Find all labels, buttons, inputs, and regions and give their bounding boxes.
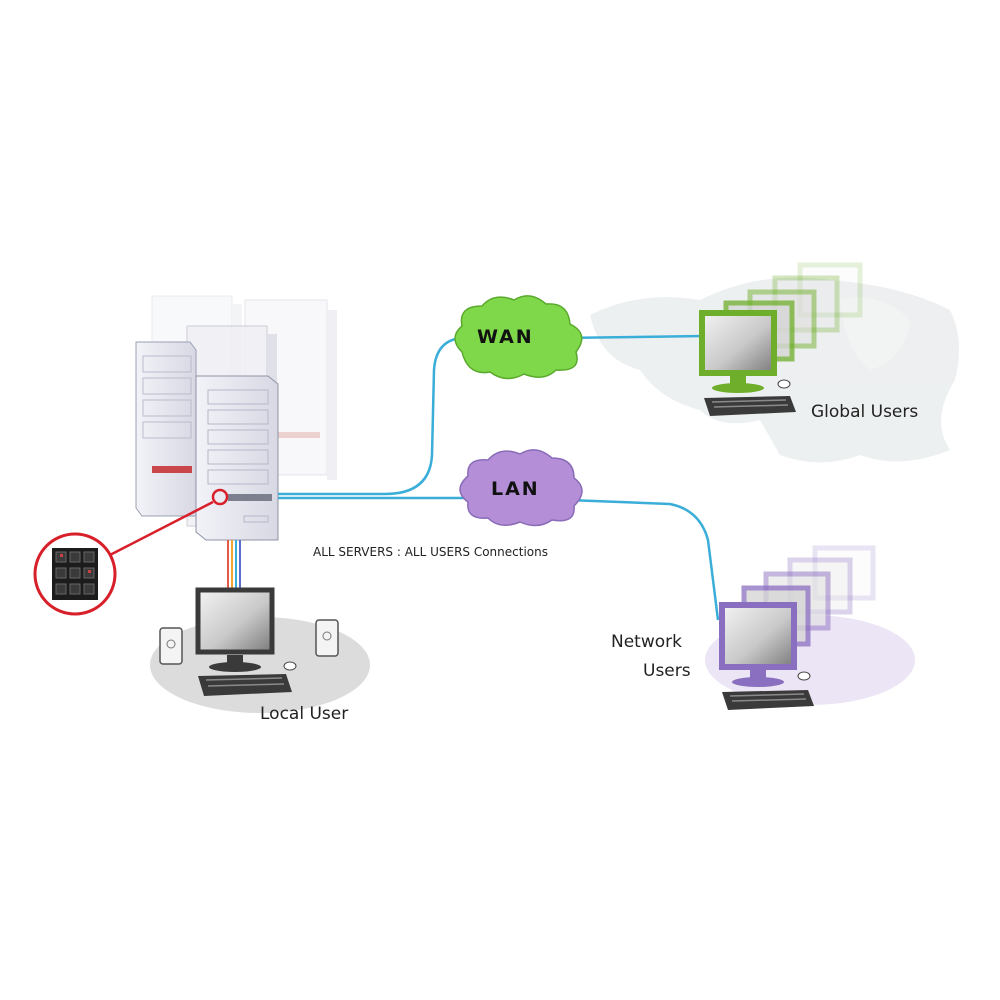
keyboard-icon xyxy=(704,396,796,416)
local-user-workstation xyxy=(159,587,339,696)
highlighted-port xyxy=(211,488,229,506)
speaker-icon xyxy=(159,627,183,665)
global-users-label: Global Users xyxy=(811,402,919,422)
lan-label: LAN xyxy=(491,478,540,500)
lan-cloud-icon xyxy=(459,449,583,527)
monitor-icon xyxy=(719,602,797,687)
keyboard-icon xyxy=(198,674,292,696)
connections-caption: ALL SERVERS : ALL USERS Connections xyxy=(313,545,548,559)
server-rack-icon xyxy=(135,341,197,517)
wan-to-global-link xyxy=(559,334,706,340)
network-users-stack xyxy=(719,545,876,710)
network-users-label-line2: Users xyxy=(643,661,691,681)
network-links xyxy=(278,334,720,621)
zoom-connector xyxy=(107,500,214,558)
server-rack-main xyxy=(195,375,279,541)
monitor-icon xyxy=(195,587,275,672)
magnified-ports-icon xyxy=(33,532,117,616)
keyboard-icon xyxy=(722,690,814,710)
lan-to-network-link xyxy=(567,498,720,621)
network-users-label-line1: Network xyxy=(611,632,682,652)
mouse-icon xyxy=(777,379,791,389)
global-users-stack xyxy=(699,262,863,416)
monitor-icon xyxy=(699,310,777,393)
speaker-icon xyxy=(315,619,339,657)
mouse-icon xyxy=(797,671,811,681)
local-user-label: Local User xyxy=(260,704,349,724)
wan-label: WAN xyxy=(477,326,534,348)
wan-link xyxy=(278,336,463,496)
wan-cloud-icon xyxy=(454,295,583,380)
mouse-icon xyxy=(283,661,297,671)
